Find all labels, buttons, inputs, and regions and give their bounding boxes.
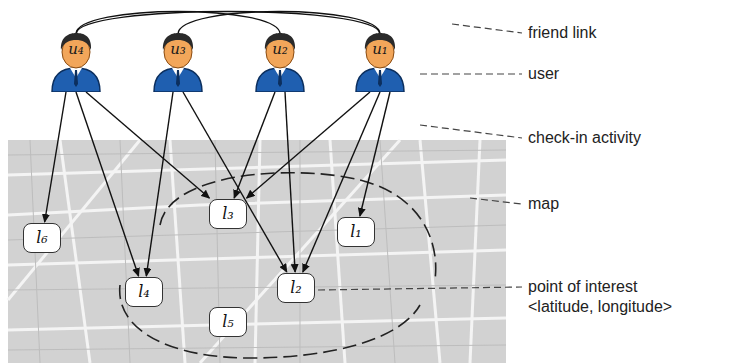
poi-box: l₃ xyxy=(209,199,247,229)
poi-label: l₆ xyxy=(36,230,48,246)
friend-link xyxy=(76,12,380,35)
region-outline xyxy=(120,173,436,358)
user-icon xyxy=(352,32,408,92)
check-in-arrow xyxy=(360,92,390,216)
poi-box: l₄ xyxy=(125,277,163,307)
poi-box: l₆ xyxy=(23,223,61,253)
poi-box: l₁ xyxy=(337,217,375,247)
check-in-arrow xyxy=(146,92,173,276)
user-label: u₄ xyxy=(48,42,104,57)
poi-box: l₂ xyxy=(277,273,315,303)
user-label: u₃ xyxy=(150,42,206,57)
callout-label: point of interest xyxy=(528,279,637,295)
user-node: u₄ xyxy=(48,32,104,92)
callout-label: user xyxy=(528,66,559,82)
callout-label: <latitude, longitude> xyxy=(528,299,672,315)
friend-link xyxy=(178,12,380,35)
poi-label: l₄ xyxy=(138,284,150,300)
check-in-arrow xyxy=(86,92,209,198)
callout-label: map xyxy=(528,196,559,212)
poi-label: l₁ xyxy=(350,224,362,240)
check-in-arrow xyxy=(45,92,66,222)
user-node: u₂ xyxy=(252,32,308,92)
check-in-arrow xyxy=(76,92,139,276)
leader-lines xyxy=(318,24,522,290)
user-icon xyxy=(48,32,104,92)
callout-label: friend link xyxy=(528,25,596,41)
check-in-arrow xyxy=(183,92,287,272)
map-ground xyxy=(8,140,506,363)
friend-link xyxy=(76,12,280,35)
check-in-arrow xyxy=(234,92,275,198)
poi-label: l₃ xyxy=(222,206,234,222)
poi-label: l₅ xyxy=(222,314,234,330)
user-icon xyxy=(150,32,206,92)
user-icon xyxy=(252,32,308,92)
poi-box: l₅ xyxy=(209,307,247,337)
user-node: u₃ xyxy=(150,32,206,92)
map-minor-streets xyxy=(8,140,506,363)
check-in-arrow xyxy=(285,92,295,272)
callout-label: check-in activity xyxy=(528,130,641,146)
user-label: u₂ xyxy=(252,42,308,57)
user-node: u₁ xyxy=(352,32,408,92)
map-streets xyxy=(8,140,506,363)
poi-label: l₂ xyxy=(290,280,302,296)
user-label: u₁ xyxy=(352,42,408,57)
check-in-arrow xyxy=(247,92,370,198)
